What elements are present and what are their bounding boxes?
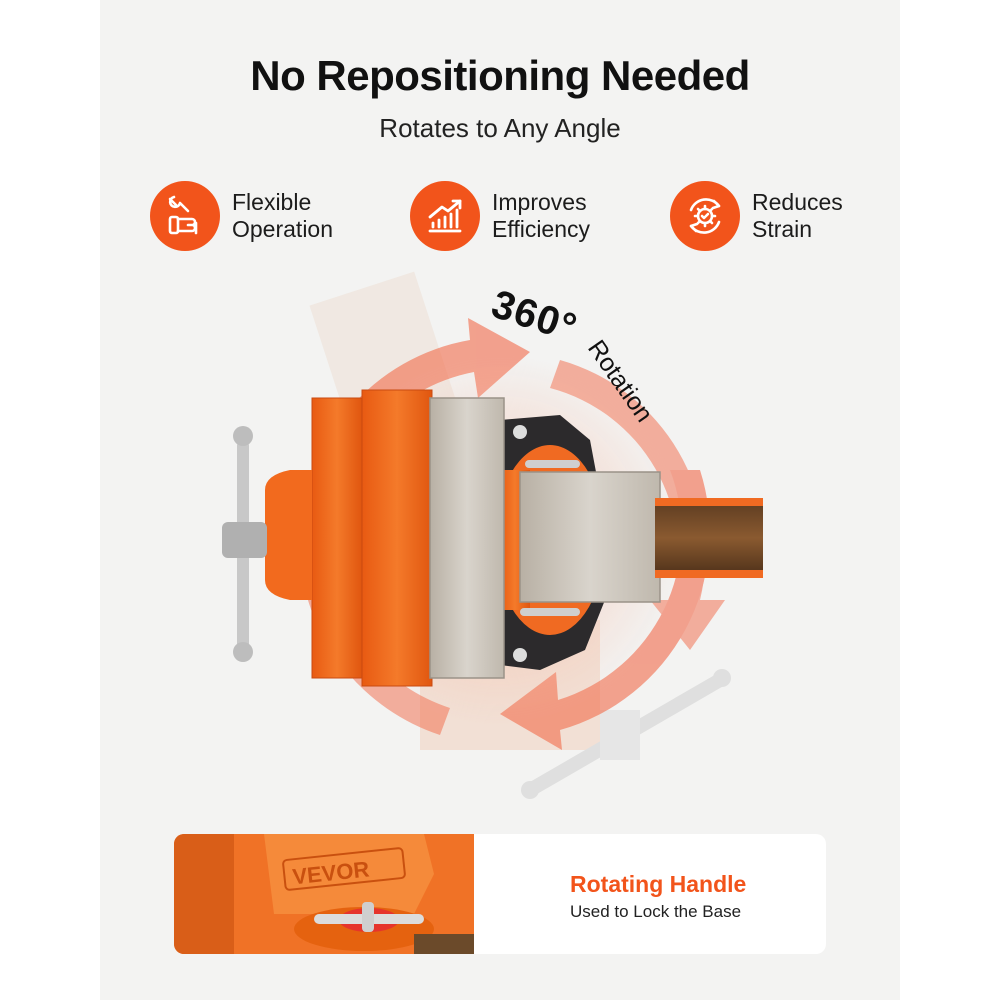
hand-wrench-icon: [150, 181, 220, 251]
callout-subtitle: Used to Lock the Base: [570, 902, 742, 921]
page-subtitle: Rotates to Any Angle: [379, 113, 621, 143]
front-jaw-hub: [265, 470, 312, 600]
rear-jaw-plate: [519, 471, 661, 603]
vise-closeup-image: VEVOR: [174, 834, 474, 954]
feature-flexible-operation: Flexible Operation: [150, 180, 333, 252]
rotating-handle-callout: VEVOR Rotating Handle Used to Lock the B…: [174, 834, 826, 954]
feature-reduces-strain: Reduces Strain: [670, 180, 843, 252]
front-jaw-body: [361, 389, 433, 687]
feature-improves-efficiency: Improves Efficiency: [410, 180, 590, 252]
feature-label: Reduces Strain: [752, 189, 843, 242]
page-title: No Repositioning Needed: [250, 52, 750, 99]
t-handle: [222, 426, 267, 662]
feature-label: Flexible Operation: [232, 189, 334, 242]
growth-chart-icon: [410, 181, 480, 251]
cycle-gear-icon: [670, 181, 740, 251]
callout-title: Rotating Handle: [570, 871, 747, 897]
front-jaw-plate: [429, 397, 505, 679]
guide-pin-bottom: [520, 608, 580, 616]
slide-bar: [655, 498, 763, 578]
front-jaw-cap: [311, 397, 363, 679]
feature-label: Improves Efficiency: [492, 189, 591, 242]
guide-pin-top: [525, 460, 580, 468]
